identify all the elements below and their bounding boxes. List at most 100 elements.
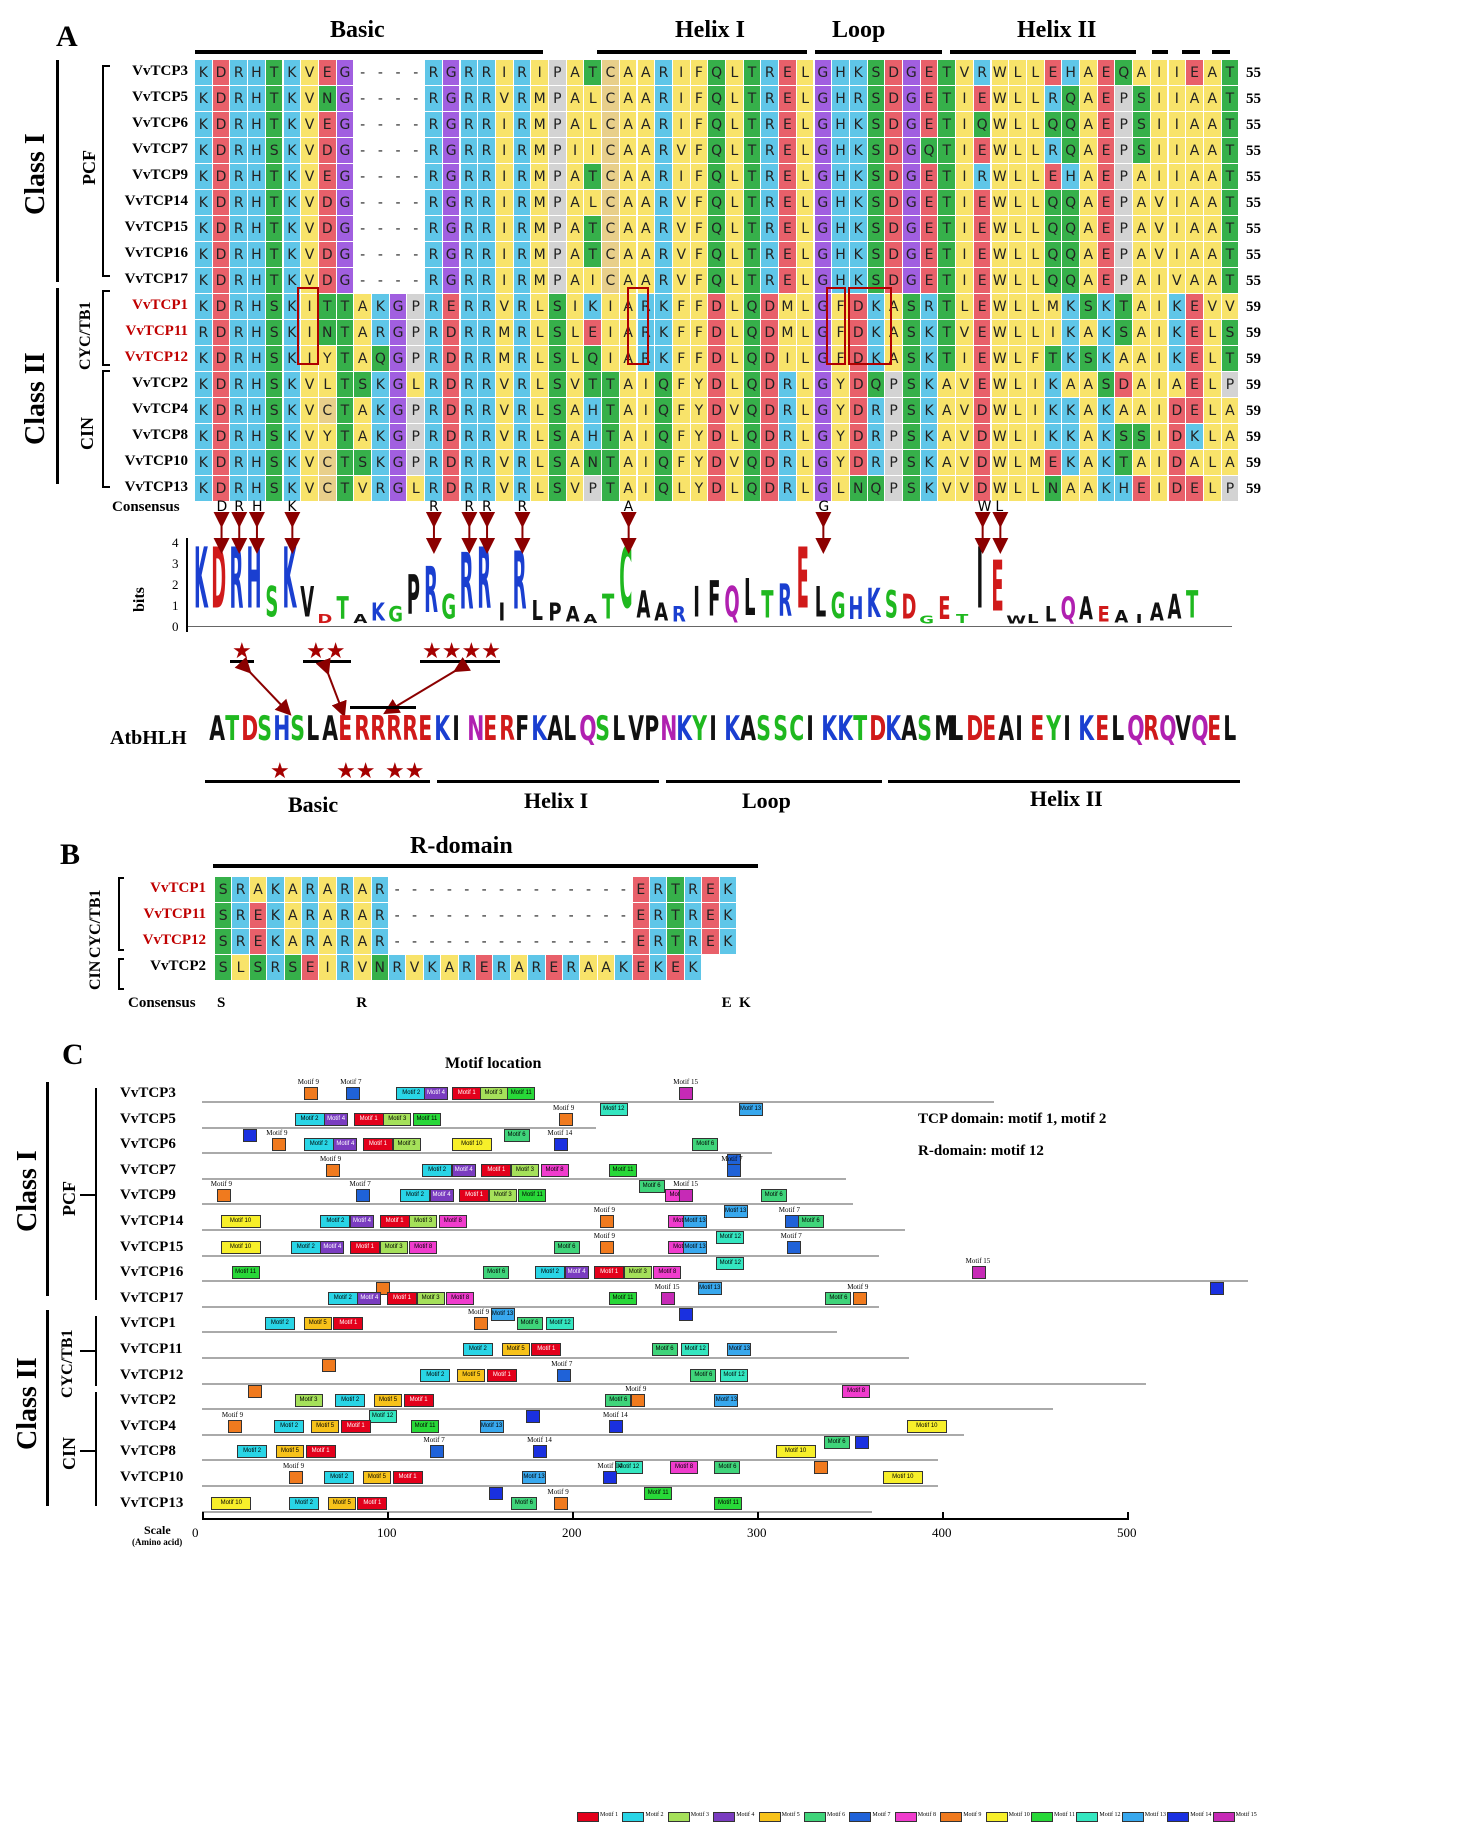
motif-10-block: Motif 10 — [451, 1138, 492, 1152]
legend-swatch — [713, 1812, 736, 1822]
motif-12-block: Motif 12 — [716, 1256, 745, 1270]
residue-cell: K — [423, 955, 442, 981]
residue-cell: I — [531, 60, 549, 86]
motif-14-block — [525, 1410, 540, 1424]
motif-11-block: Motif 11 — [644, 1487, 673, 1500]
motif-2-block: Motif 2 — [396, 1087, 427, 1100]
residue-cell: - — [476, 929, 494, 955]
atbhlh-residue: R — [386, 709, 403, 749]
scale-tick — [202, 1512, 204, 1520]
c-class2-label: Class II — [12, 1357, 43, 1450]
legend-swatch — [667, 1812, 690, 1822]
motif-13-block: Motif 13 — [683, 1215, 707, 1228]
residue-cell: K — [283, 138, 302, 164]
residue-cell: A — [597, 955, 616, 981]
residue-cell: H — [248, 60, 266, 86]
residue-cell: E — [302, 955, 320, 981]
residue-cell: - — [528, 903, 546, 929]
residue-cell: S — [1133, 86, 1151, 112]
residue-cell: T — [743, 112, 762, 138]
residue-cell: T — [743, 164, 762, 190]
residue-cell: E — [1044, 60, 1063, 86]
motif-12-block: Motif 12 — [681, 1343, 710, 1356]
residue-cell: R — [513, 112, 532, 138]
protein-name: VvTCP2 — [120, 1392, 176, 1409]
motif-3-block: Motif 3 — [383, 1112, 412, 1126]
motif-7-block — [355, 1189, 370, 1203]
atbhlh-basic-bar — [205, 780, 430, 783]
motif-13-block: Motif 13 — [522, 1471, 547, 1484]
residue-cell: C — [602, 60, 620, 86]
atbhlh-residue: Q — [1191, 709, 1209, 749]
residue-cell: - — [354, 112, 372, 138]
residue-cell: I — [319, 955, 337, 981]
protein-line — [202, 1485, 939, 1487]
residue-cell: - — [372, 60, 390, 86]
residue-cell: H — [248, 86, 266, 112]
basic-bar — [195, 50, 543, 54]
residue-cell: I — [584, 138, 603, 164]
atbhlh-residue: E — [482, 709, 497, 749]
protein-name: VvTCP9 — [120, 1187, 176, 1204]
residue-cell: E — [779, 138, 797, 164]
sequence-name: VvTCP7 — [132, 141, 188, 157]
motif-9-block — [303, 1087, 318, 1100]
motif-1-block: Motif 1 — [357, 1496, 388, 1510]
b-consensus-residue: K — [739, 995, 751, 1011]
legend-label: Motif 4 — [736, 1812, 755, 1818]
residue-cell: G — [814, 138, 833, 164]
residue-cell: R — [389, 955, 407, 981]
residue-cell: T — [938, 112, 957, 138]
residue-cell: L — [1026, 86, 1045, 112]
protein-name: VvTCP1 — [120, 1315, 176, 1332]
residue-cell: I — [956, 138, 974, 164]
loop-bar — [815, 50, 942, 54]
residue-cell: Q — [708, 86, 726, 112]
residue-cell: R — [761, 86, 780, 112]
atbhlh-residue: M — [933, 709, 955, 749]
motif-label: Motif 15 — [673, 1078, 698, 1086]
panel-b-label: B — [60, 838, 81, 871]
atbhlh-residue: L — [611, 709, 625, 749]
motif-2-block: Motif 2 — [335, 1394, 366, 1408]
atbhlh-residue: K — [820, 709, 837, 749]
b-consensus-residue: S — [217, 995, 226, 1011]
class1-line — [56, 60, 59, 282]
protein-name: VvTCP10 — [120, 1469, 184, 1485]
motif-4-block: Motif 4 — [429, 1189, 454, 1203]
residue-cell: - — [510, 929, 529, 955]
residue-cell: T — [743, 138, 762, 164]
residue-cell: A — [1186, 138, 1204, 164]
atbhlh-residue: E — [981, 709, 996, 749]
residue-cell: V — [301, 60, 319, 86]
class2-line — [56, 288, 59, 484]
residue-cell: R — [478, 164, 496, 190]
c-cin-tick — [80, 1450, 96, 1452]
residue-cell: I — [495, 164, 514, 190]
motif-9-block — [599, 1215, 614, 1228]
residue-cell: R — [371, 929, 389, 955]
motif-title: Motif location — [445, 1055, 542, 1072]
atbhlh-residue: V — [1175, 709, 1191, 749]
residue-cell: L — [1009, 138, 1027, 164]
atbhlh-region-helix1: Helix I — [524, 788, 589, 813]
residue-cell: R — [513, 138, 532, 164]
residue-cell: Q — [1115, 60, 1134, 86]
residue-cell: - — [563, 877, 581, 903]
residue-cell: - — [407, 86, 426, 112]
legend-label: Motif 5 — [781, 1812, 800, 1818]
residue-cell: R — [513, 164, 532, 190]
atbhlh-residue: A — [209, 709, 225, 749]
residue-cell: L — [1026, 138, 1045, 164]
residue-cell: L — [1009, 112, 1027, 138]
star: ★★ — [385, 758, 425, 783]
residue-cell: A — [1080, 60, 1098, 86]
motif-10-block: Motif 10 — [882, 1471, 923, 1484]
residue-cell: N — [371, 955, 389, 981]
motif-4-block: Motif 4 — [357, 1291, 382, 1305]
residue-cell: L — [796, 138, 815, 164]
motif-2-block: Motif 2 — [288, 1496, 319, 1510]
residue-cell: S — [1133, 138, 1151, 164]
residue-cell: R — [1044, 138, 1063, 164]
b-cin-label: CIN — [87, 960, 104, 990]
